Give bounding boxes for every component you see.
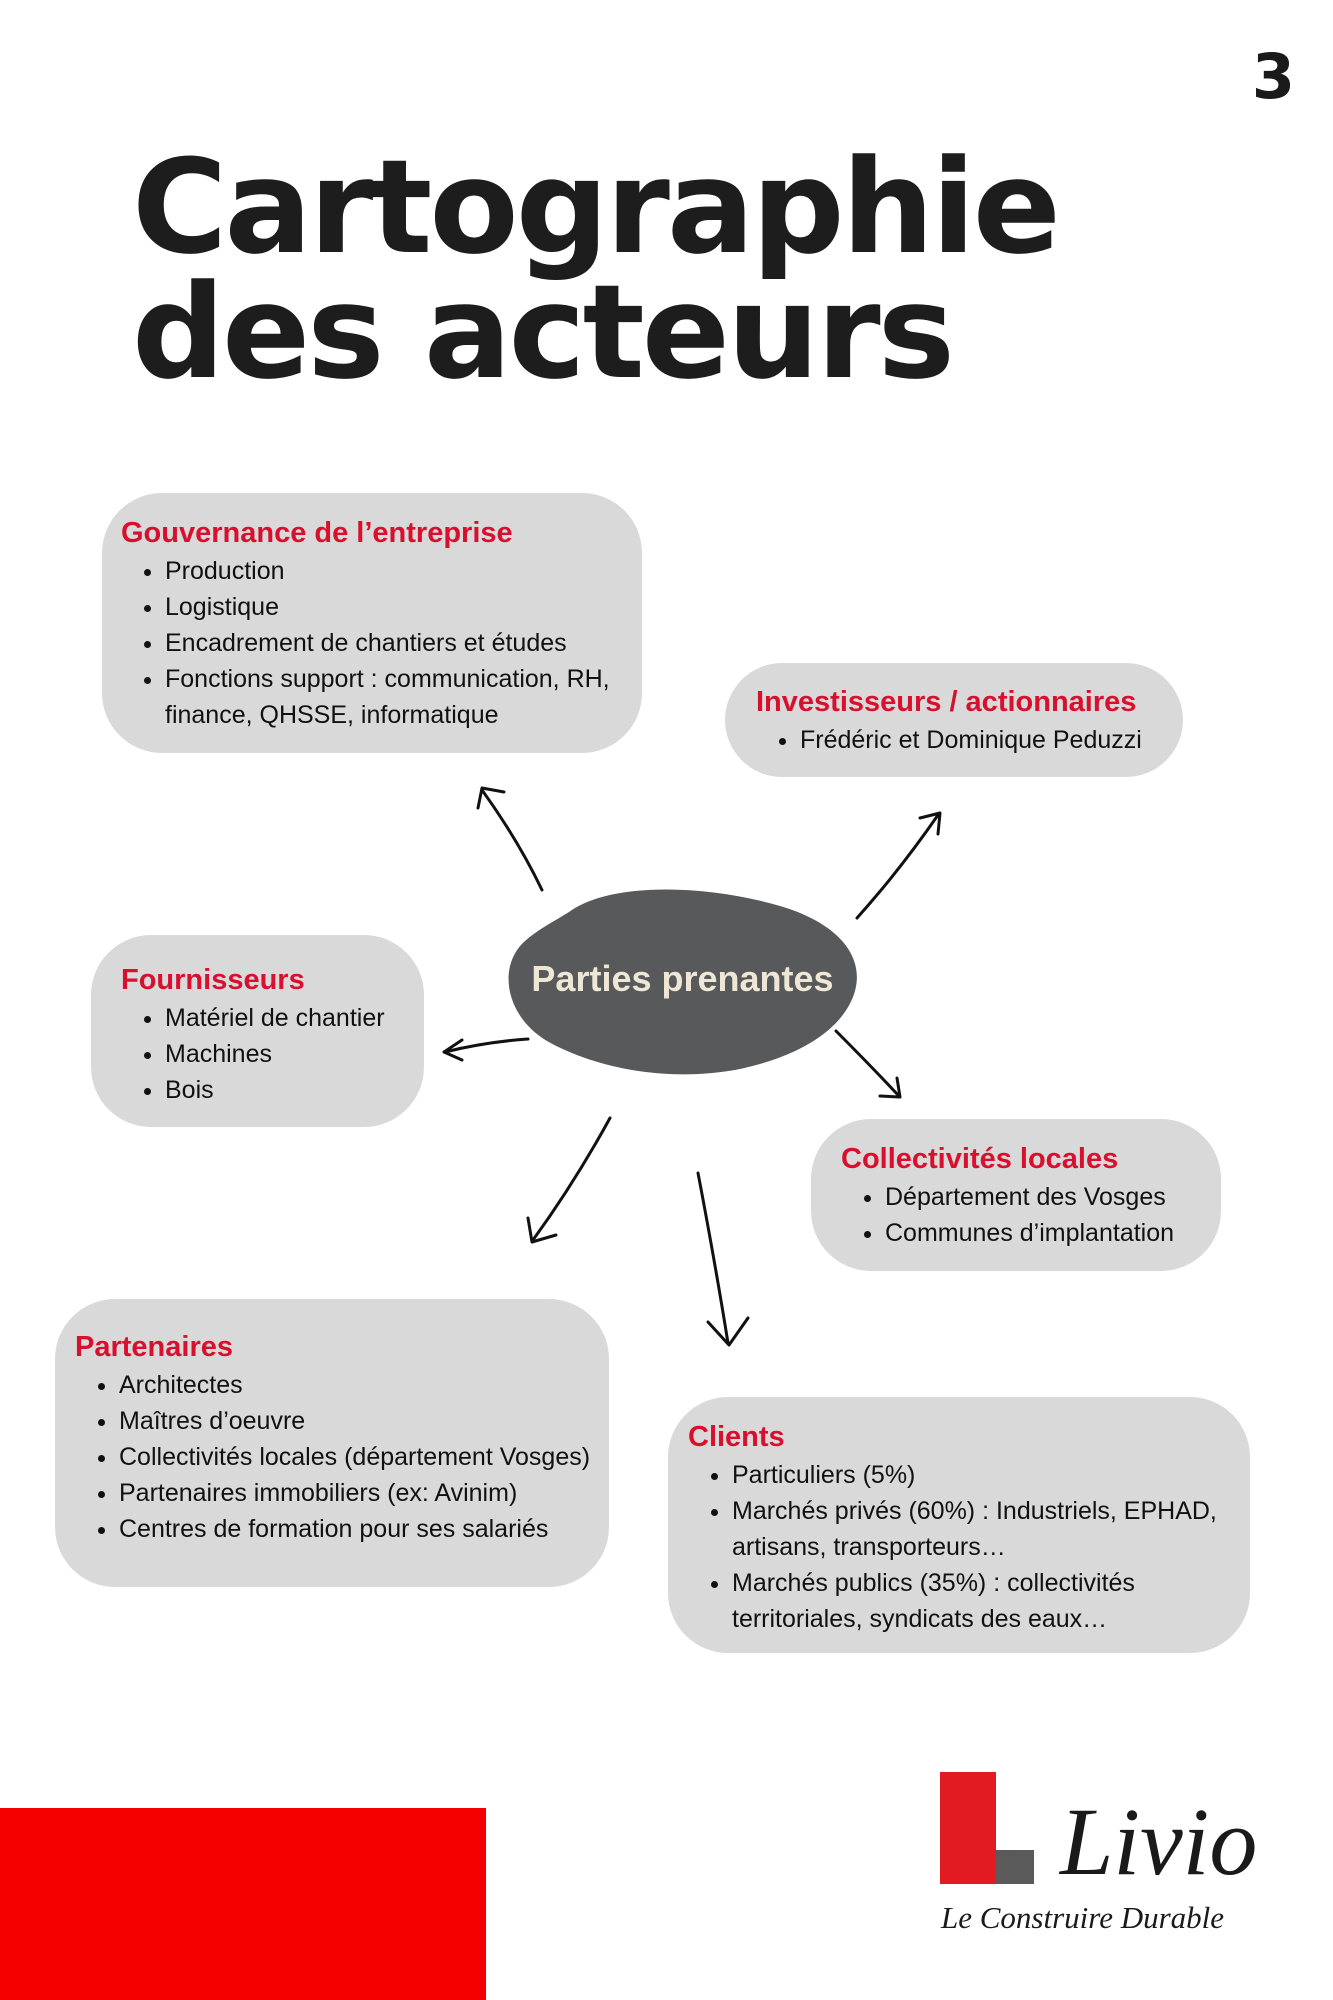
group-gouvernance-list: Production Logistique Encadrement de cha… bbox=[121, 553, 624, 733]
page-number: 3 bbox=[1251, 40, 1295, 113]
group-gouvernance-item: Encadrement de chantiers et études bbox=[165, 625, 624, 661]
group-collectivites-title: Collectivités locales bbox=[841, 1143, 1119, 1175]
group-clients-item: Marchés privés (60%) : Industriels, EPHA… bbox=[732, 1493, 1240, 1565]
group-fournisseurs-item: Bois bbox=[165, 1072, 414, 1108]
group-fournisseurs-item: Matériel de chantier bbox=[165, 1000, 414, 1036]
arrow-to-investisseurs bbox=[855, 811, 942, 920]
group-clients-list: Particuliers (5%) Marchés privés (60%) :… bbox=[688, 1457, 1240, 1637]
group-investisseurs-item: Frédéric et Dominique Peduzzi bbox=[800, 722, 1173, 758]
group-partenaires-item: Maîtres d’oeuvre bbox=[119, 1403, 605, 1439]
group-collectivites-item: Communes d’implantation bbox=[885, 1215, 1211, 1251]
arrow-to-clients bbox=[696, 1171, 750, 1347]
livio-logo: Livio Le Construire Durable bbox=[940, 1772, 1280, 1942]
center-label: Parties prenantes bbox=[531, 958, 834, 999]
group-partenaires-item: Centres de formation pour ses salariés bbox=[119, 1511, 605, 1547]
center-node: Parties prenantes bbox=[505, 886, 860, 1076]
group-gouvernance-item: Production bbox=[165, 553, 624, 589]
group-partenaires-list: Architectes Maîtres d’oeuvre Collectivit… bbox=[75, 1367, 605, 1547]
group-clients-item: Marchés publics (35%) : collectivités te… bbox=[732, 1565, 1240, 1637]
center-blob bbox=[508, 889, 857, 1075]
group-investisseurs-title: Investisseurs / actionnaires bbox=[756, 686, 1137, 718]
group-fournisseurs-title: Fournisseurs bbox=[121, 964, 305, 996]
group-gouvernance-title: Gouvernance de l’entreprise bbox=[121, 517, 513, 549]
group-fournisseurs-item: Machines bbox=[165, 1036, 414, 1072]
group-partenaires-title: Partenaires bbox=[75, 1331, 233, 1363]
logo-mark-icon bbox=[940, 1772, 1034, 1884]
group-clients-item: Particuliers (5%) bbox=[732, 1457, 1240, 1493]
group-partenaires-item: Architectes bbox=[119, 1367, 605, 1403]
group-gouvernance-item: Fonctions support : communication, RH, f… bbox=[165, 661, 624, 733]
group-collectivites-item: Département des Vosges bbox=[885, 1179, 1211, 1215]
group-clients-title: Clients bbox=[688, 1421, 785, 1453]
group-partenaires-item: Partenaires immobiliers (ex: Avinim) bbox=[119, 1475, 605, 1511]
group-collectivites: Collectivités locales Département des Vo… bbox=[811, 1119, 1221, 1271]
group-investisseurs-list: Frédéric et Dominique Peduzzi bbox=[756, 722, 1173, 758]
group-collectivites-list: Département des Vosges Communes d’implan… bbox=[841, 1179, 1211, 1251]
arrow-to-collectivites bbox=[834, 1029, 902, 1099]
group-fournisseurs: Fournisseurs Matériel de chantier Machin… bbox=[91, 935, 424, 1127]
group-partenaires: Partenaires Architectes Maîtres d’oeuvre… bbox=[55, 1299, 609, 1587]
page-title: Cartographie des acteurs bbox=[132, 131, 1061, 408]
group-gouvernance-item: Logistique bbox=[165, 589, 624, 625]
arrow-to-fournisseurs bbox=[442, 1037, 530, 1062]
arrow-to-partenaires bbox=[526, 1116, 612, 1244]
group-fournisseurs-list: Matériel de chantier Machines Bois bbox=[121, 1000, 414, 1108]
page-title-line-2: des acteurs bbox=[132, 256, 955, 408]
footer-red-block bbox=[0, 1808, 486, 2000]
group-investisseurs: Investisseurs / actionnaires Frédéric et… bbox=[725, 663, 1183, 777]
page-title-line-1: Cartographie bbox=[132, 131, 1061, 283]
group-clients: Clients Particuliers (5%) Marchés privés… bbox=[668, 1397, 1250, 1653]
group-gouvernance: Gouvernance de l’entreprise Production L… bbox=[102, 493, 642, 753]
group-partenaires-item: Collectivités locales (département Vosge… bbox=[119, 1439, 605, 1475]
logo-name: Livio bbox=[1060, 1788, 1258, 1895]
logo-tagline: Le Construire Durable bbox=[941, 1900, 1225, 1935]
arrow-to-gouvernance bbox=[476, 786, 544, 892]
